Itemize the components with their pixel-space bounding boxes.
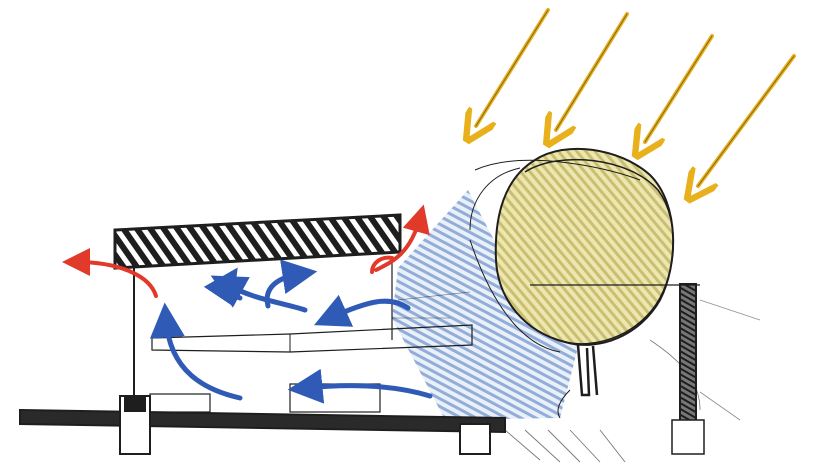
cool-air-arrow (305, 386, 430, 396)
building-roof (115, 215, 400, 268)
cool-air-arrow (166, 320, 240, 398)
ground-line (20, 410, 505, 432)
foundation (460, 424, 490, 454)
sun-rays (476, 10, 794, 186)
tree-trunk (578, 345, 597, 395)
